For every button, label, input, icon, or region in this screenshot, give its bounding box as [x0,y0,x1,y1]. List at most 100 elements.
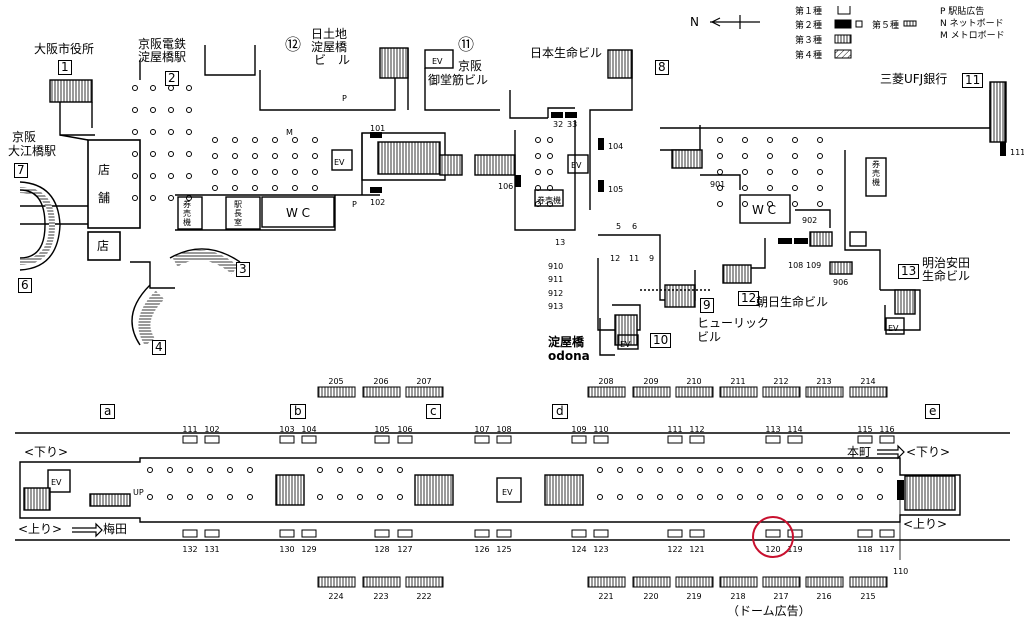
platform-column [857,467,863,473]
column-dot [132,85,138,91]
dome-ad-number: 211 [730,377,745,386]
column-dot [252,153,258,159]
section-c: c [426,404,441,419]
exit-6-number: 6 [18,278,32,293]
ad-number: 121 [689,545,704,554]
column-dot [817,137,823,143]
ad-106: 106 [498,182,514,191]
platform-column [737,467,743,473]
m-label: M [286,128,293,137]
dome-ad-number: 216 [816,592,831,601]
exit-7-number: 7 [14,163,28,178]
column-dot [150,195,156,201]
dome-ad-slot [317,576,356,588]
column-dot [792,169,798,175]
column-dot [150,151,156,157]
column-dot [168,107,174,113]
ad-109: 109 [806,261,822,270]
column-dot [312,185,318,191]
column-dot [547,185,553,191]
dome-ad-slot [587,386,626,398]
exit-3-number: 3 [236,262,250,277]
ad-number: 113 [765,425,780,434]
platform-elevator-left [47,469,71,493]
platform-column [717,467,723,473]
exit-2-number: 2 [165,71,179,86]
column-dot [132,173,138,179]
ad-slot [301,435,317,444]
stair-exit-12 [379,47,409,79]
ad-number: 107 [474,425,489,434]
dome-ad-slot [719,386,758,398]
concourse-columns [132,85,823,207]
ad-number: 123 [593,545,608,554]
elevator-13 [885,317,905,335]
column-dot [792,137,798,143]
dome-ad-slot [632,386,671,398]
ad-slot [301,529,317,538]
column-dot [312,169,318,175]
ad-number: 131 [204,545,219,554]
column-dot [150,85,156,91]
ad-912: 912 [548,289,564,298]
column-dot [767,201,773,207]
platform-column [317,467,323,473]
platform-column [817,467,823,473]
platform-column [357,494,363,500]
column-dot [742,169,748,175]
column-dot [312,153,318,159]
legend-type2: 第２種 [795,21,823,31]
column-dot [292,169,298,175]
ticket-machine-area [177,196,203,230]
exit-7-name-line2: 大江橋駅 [8,144,57,158]
ad-11: 11 [629,254,640,263]
compass-north: N [690,15,699,29]
spiral-stair-4 [138,290,165,346]
dome-ad-number: 217 [773,592,788,601]
ad-slot [667,529,683,538]
stair-central [377,141,441,175]
ad-slot [667,435,683,444]
p-label-1: P [342,94,347,103]
column-dot [252,137,258,143]
platform-column [337,467,343,473]
platform-column [317,494,323,500]
platform-stair-left [23,487,51,511]
platform-column [377,467,383,473]
column-dot [252,169,258,175]
stair-exit-13 [894,289,916,315]
dome-ad-slot [849,386,888,398]
column-dot [252,185,258,191]
exit-13-name-line1: 明治安田 [922,256,971,270]
stationmaster-office [225,196,261,230]
section-b: b [290,404,306,419]
elevator-11 [424,49,454,69]
spiral-stair-7-6 [19,187,56,265]
dome-ad-number: 207 [416,377,431,386]
column-dot [767,137,773,143]
platform-column [877,467,883,473]
ad-111-concourse: 111 [1010,148,1024,157]
direction-down-left: <下り> [24,445,69,459]
section-d: d [552,404,568,419]
column-dot [132,195,138,201]
exit-9-name-line1: ヒューリック [697,316,770,330]
ad-number: 115 [857,425,872,434]
column-dot [535,185,541,191]
platform-columns [147,467,883,500]
column-dot [535,137,541,143]
ad-101: 101 [370,124,386,133]
legend-p: P 駅貼広告 [940,7,985,17]
ad-slot [857,435,873,444]
platform-column [187,494,193,500]
ad-number: 109 [571,425,586,434]
exit-8-name: 日本生命ビル [530,46,603,60]
stair-central-right [439,154,463,176]
dome-ad-number: 208 [598,377,613,386]
dome-ad-number: 221 [598,592,613,601]
direction-down-right: <下り> [906,445,951,459]
ad-number: 119 [787,545,802,554]
